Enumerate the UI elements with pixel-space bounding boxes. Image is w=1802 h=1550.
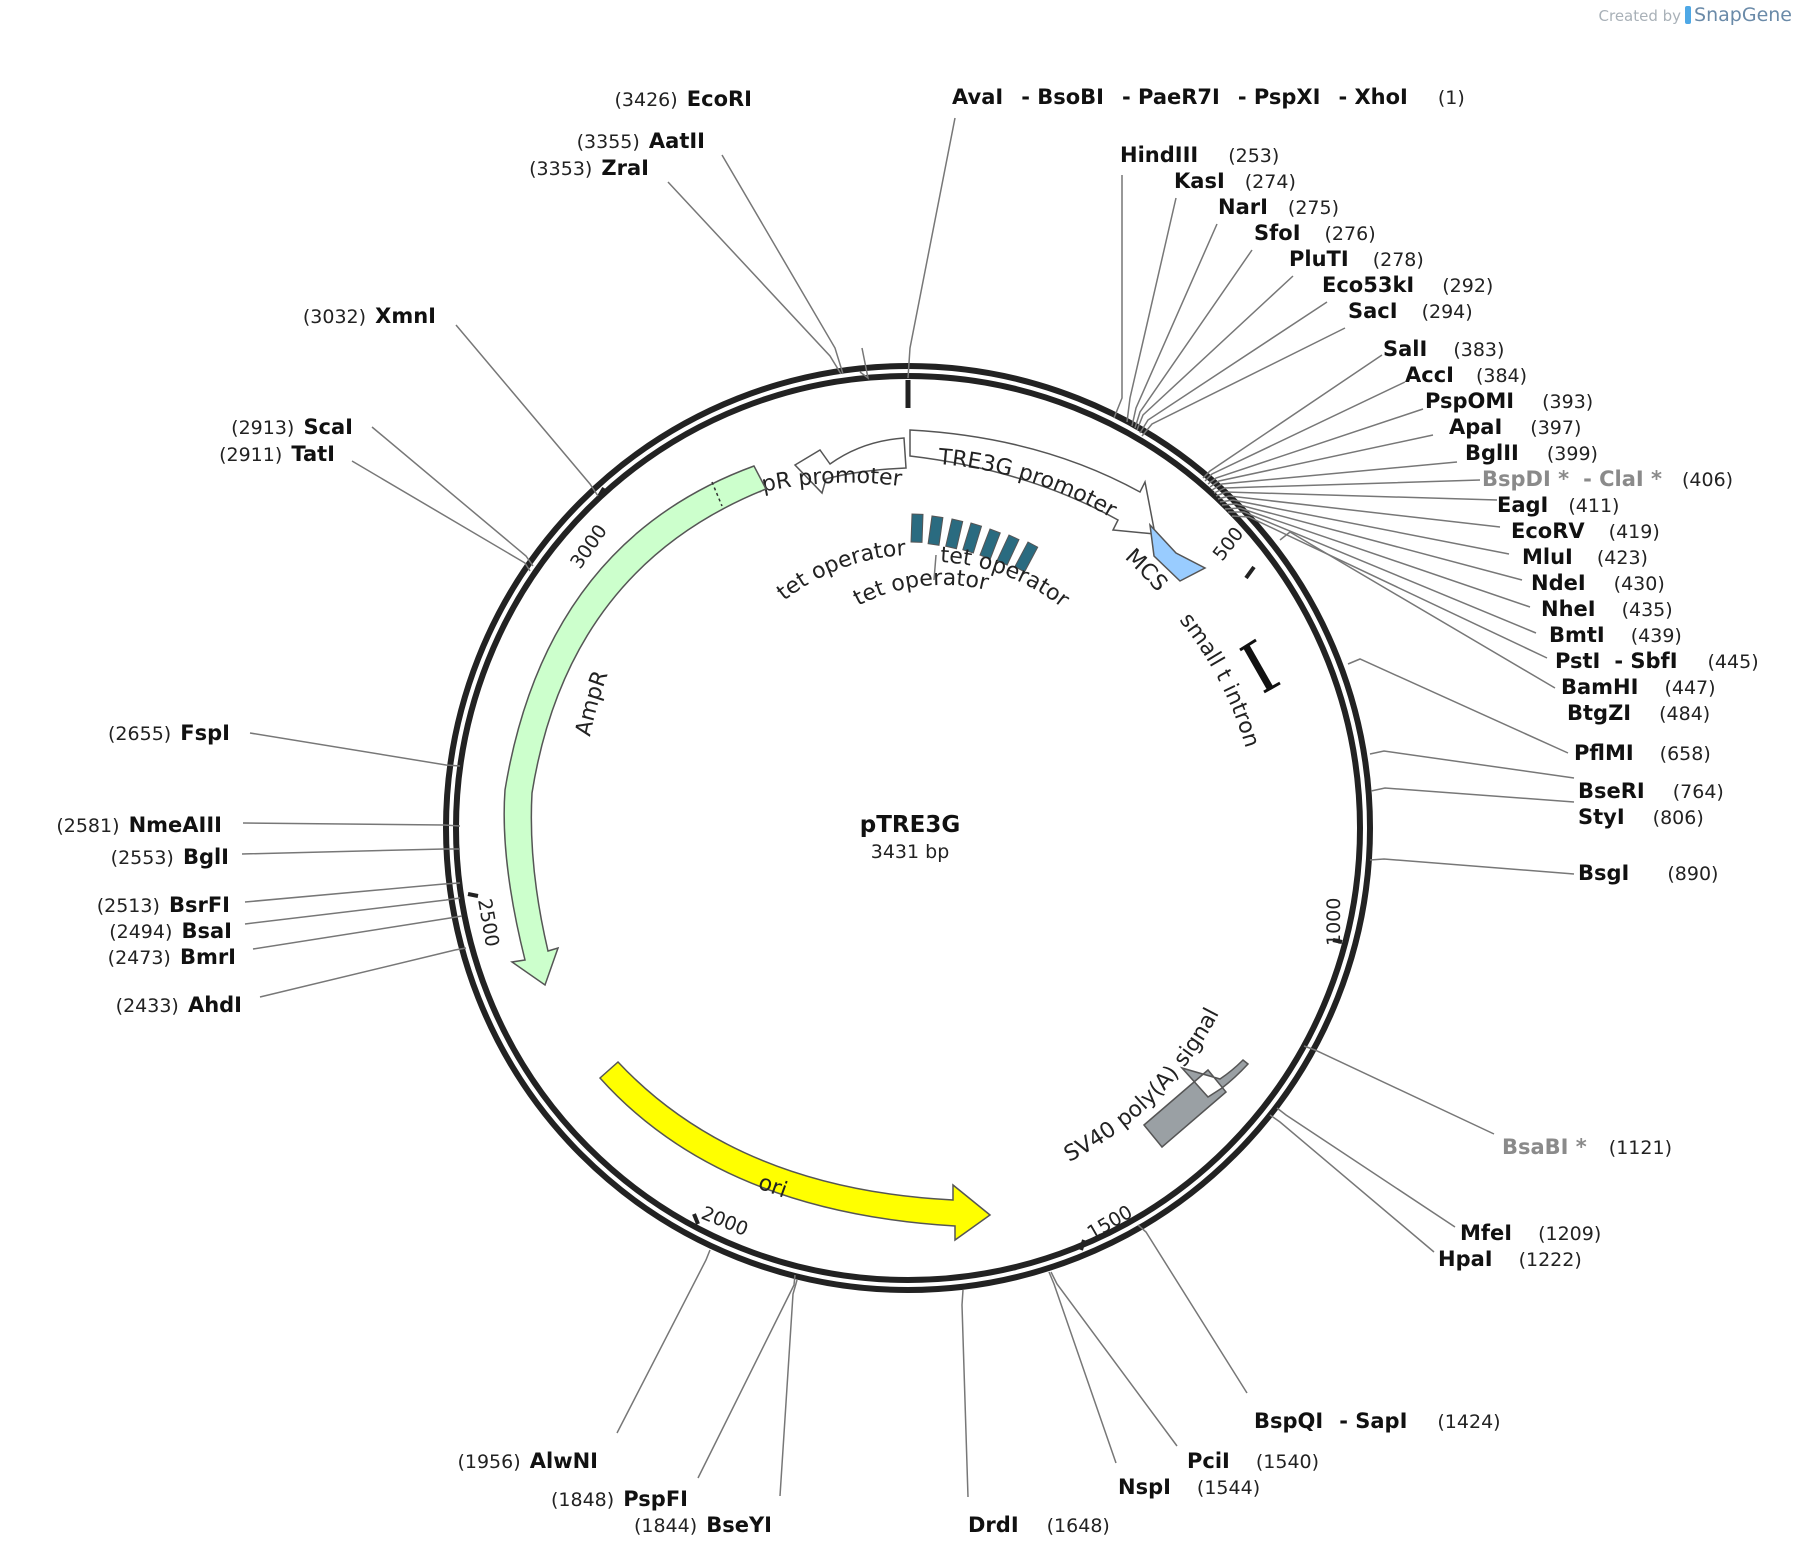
site-kasi: KasI(274) [1174,169,1296,193]
site-bseyi: (1844) BseYI [634,1513,772,1537]
site-eagi: EagI(411) [1497,493,1619,517]
credit-brand: SnapGene [1694,4,1792,26]
site-styi: StyI(806) [1578,805,1704,829]
tick-label: 500 [1209,523,1249,565]
site-ndei: NdeI(430) [1531,571,1665,595]
site-fspi: (2655) FspI [108,721,230,745]
tet-operator-block [945,518,964,550]
tick-mark [467,892,479,898]
site-psti: PstI- SbfI(445) [1555,649,1759,673]
small-t-intron-label: small t intron [1174,608,1264,750]
site-pcii: PciI(1540) [1187,1449,1319,1473]
site-ecorv: EcoRV(419) [1511,519,1660,543]
site-mlui: MluI(423) [1522,545,1648,569]
tet-operator-block [962,522,983,554]
site-bmti: BmtI(439) [1549,623,1682,647]
tick-mark [692,1213,700,1225]
site-zrai: (3353) ZraI [529,156,649,180]
site-pluti: PluTI(278) [1289,247,1424,271]
site-pspomi: PspOMI(393) [1425,389,1593,413]
site-bsrfi: (2513) BsrFI [97,893,230,917]
site-tati: (2911) TatI [219,442,335,466]
site-sfoi: SfoI(276) [1254,221,1376,245]
credit-text: Created by [1598,7,1682,25]
ori-arrow [598,1060,992,1242]
site-bseri: BseRI(764) [1578,779,1724,803]
tick-mark [1244,565,1256,580]
ampr-promoter-arrow [793,437,907,495]
tick-label: 1000 [1323,898,1345,946]
site-bgli: (2553) BglI [111,845,229,869]
tet-operator-block [910,513,924,543]
sv40-polya-label: SV40 poly(A) signal [1060,1004,1224,1167]
site-btgzi: BtgZI(484) [1567,701,1710,725]
tick-mark [1079,1239,1086,1251]
site-xmni: (3032) XmnI [303,304,436,328]
plasmid-name: pTRE3G [860,812,960,838]
snapgene-credit: Created by SnapGene [1599,4,1792,26]
site-pflmi: PflMI(658) [1574,741,1711,765]
site-hpai: HpaI(1222) [1438,1247,1582,1271]
tet-operator-block [927,515,944,546]
site-pspfi: (1848) PspFI [551,1487,688,1511]
site-nari: NarI(275) [1218,195,1339,219]
tet-operator-block [1014,541,1039,573]
site-ahdi: (2433) AhdI [116,993,242,1017]
site-bmri: (2473) BmrI [108,945,236,969]
small-t-intron-bar [1242,644,1274,690]
ampr-label: AmpR [571,667,613,738]
tick-label: 2500 [473,897,503,948]
site-aatii: (3355) AatII [577,129,705,153]
site-nhei: NheI(435) [1541,597,1673,621]
site-bspdi: BspDI *- ClaI *(406) [1482,467,1733,491]
plasmid-length: 3431 bp [871,841,950,863]
site-drdi: DrdI(1648) [968,1513,1110,1537]
site-ecori: (3426) EcoRI [615,87,753,111]
site-avai: AvaI- BsoBI- PaeR7I- PspXI- XhoI(1) [952,85,1465,109]
site-bsabi: BsaBI *(1121) [1502,1135,1672,1159]
site-saci: SacI(294) [1348,299,1473,323]
ampr-divider [711,481,723,507]
site-alwni: (1956) AlwNI [457,1449,598,1473]
site-hindiii: HindIII(253) [1120,143,1279,167]
site-bamhi: BamHI(447) [1561,675,1716,699]
tet-operator-blocks [910,513,1039,573]
site-apai: ApaI(397) [1449,415,1581,439]
site-bsai: (2494) BsaI [109,919,232,943]
site-bspqi: BspQI- SapI(1424) [1254,1409,1501,1433]
tick-mark [1332,938,1343,944]
tick-mark [596,486,606,500]
snapgene-logo-icon [1685,6,1692,24]
site-acci: AccI(384) [1405,363,1527,387]
site-bglii: BglII(399) [1465,441,1598,465]
mcs-box [1148,522,1207,582]
restriction-sites: (3426) EcoRI AvaI- BsoBI- PaeR7I- PspXI-… [56,85,1758,1537]
sv40-polya-box [1142,1058,1250,1149]
site-bsgi: BsgI(890) [1578,861,1718,885]
tet-operator-block [979,528,1001,560]
site-sali: SalI(383) [1383,337,1504,361]
site-nmeaiii: (2581) NmeAIII [56,813,222,837]
ampr-arrow [503,465,768,987]
site-mfei: MfeI(1209) [1460,1221,1601,1245]
tet-operator-block [996,534,1020,566]
tick-label: 1500 [1084,1201,1137,1244]
site-leader-lines [241,117,1575,1498]
site-eco53ki: Eco53kI(292) [1322,273,1493,297]
site-nspi: NspI(1544) [1118,1475,1260,1499]
tet-operator-label: tet operator [849,566,991,612]
site-scai: (2913) ScaI [231,415,353,439]
